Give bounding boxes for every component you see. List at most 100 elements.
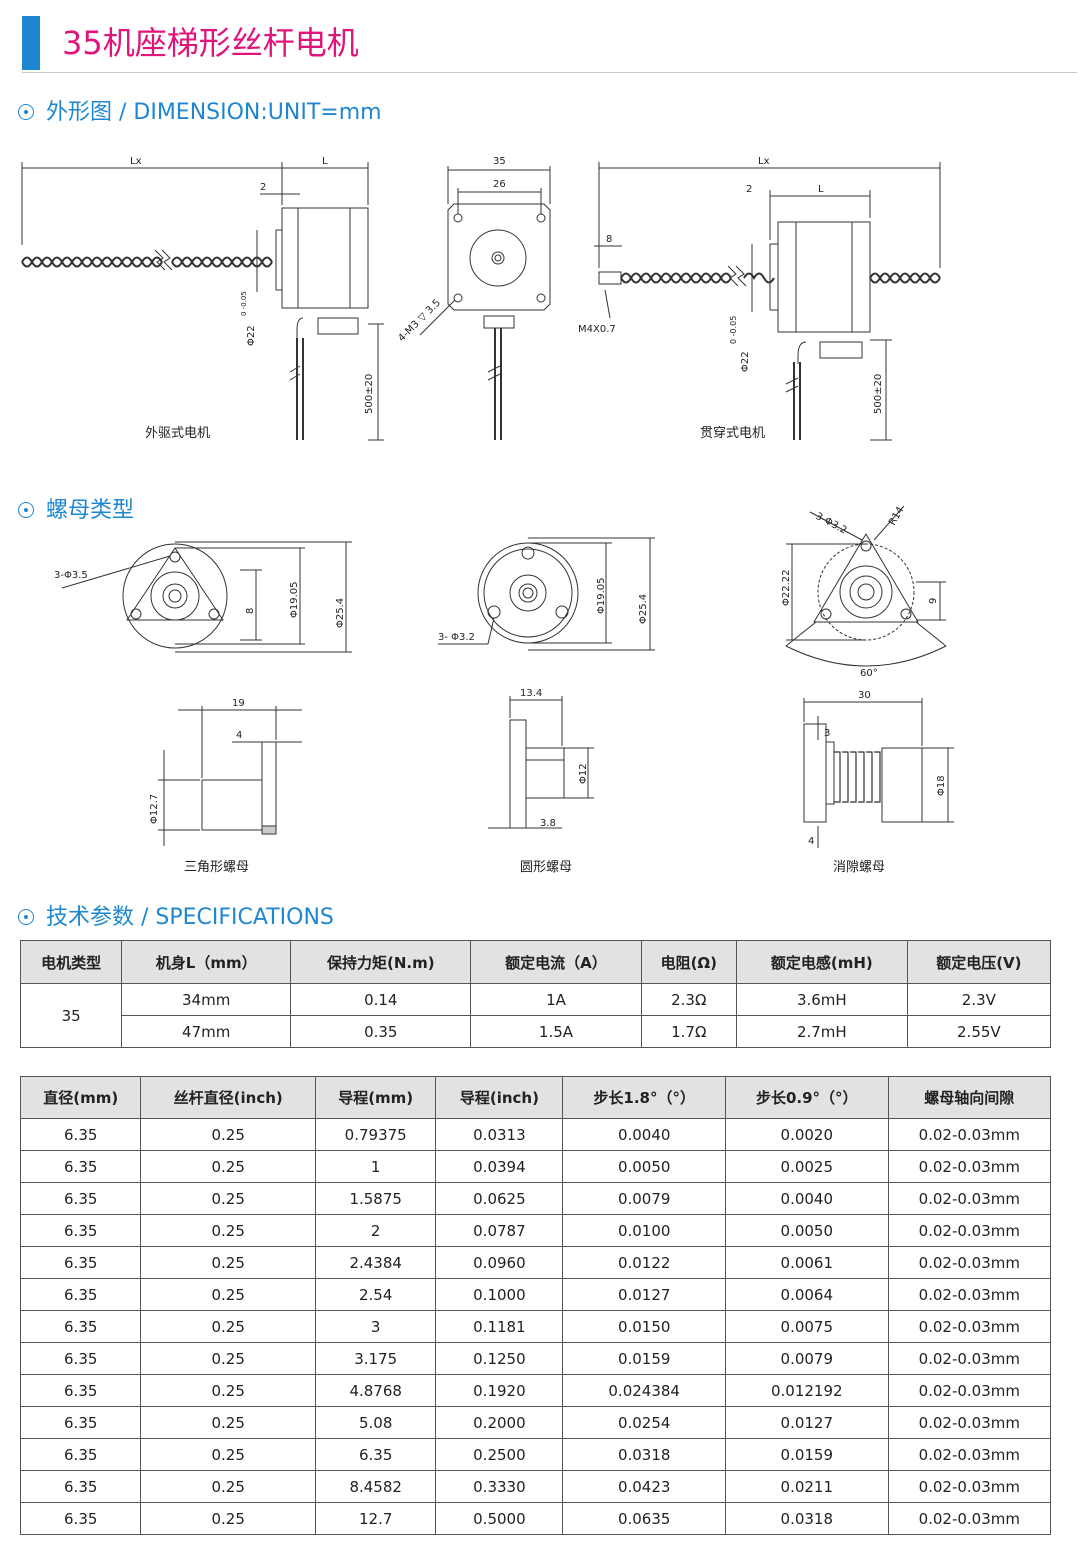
table-header-cell: 电阻(Ω) — [640, 940, 737, 984]
table-header-row: 电机类型 机身L（mm） 保持力矩(N.m) 额定电流（A） 电阻(Ω) 额定电… — [19, 940, 1052, 984]
title-bar: 35机座梯形丝杆电机 — [22, 16, 1077, 73]
table-cell: 0.25 — [140, 1406, 316, 1439]
table-cell: 6.35 — [19, 1502, 142, 1535]
table-cell: 0.0079 — [562, 1182, 726, 1215]
table-cell: 0.02-0.03mm — [887, 1182, 1052, 1215]
table-cell: 0.0100 — [562, 1214, 726, 1247]
dim-label-l: L — [322, 156, 328, 167]
table-cell: 0.2000 — [435, 1406, 564, 1439]
circle-bullet-icon — [18, 502, 34, 518]
table-cell: 0.0318 — [724, 1502, 889, 1535]
table-cell: 0.25 — [140, 1214, 316, 1247]
table-cell: 0.0625 — [435, 1182, 564, 1215]
table-header-cell: 步长0.9°（°） — [724, 1076, 889, 1119]
round-nut-side-drawing — [488, 696, 594, 829]
nut-label-4-2: 4 — [808, 836, 814, 847]
table-cell: 0.0159 — [724, 1438, 889, 1471]
table-cell: 0.0061 — [724, 1246, 889, 1279]
table-cell: 2.3Ω — [640, 983, 737, 1016]
table-cell: 1.7Ω — [640, 1015, 737, 1048]
table-cell: 0.0254 — [562, 1406, 726, 1439]
nut-label-d254: Φ25.4 — [335, 598, 346, 628]
table-cell: 0.0127 — [562, 1278, 726, 1311]
table-cell: 2.55V — [906, 1015, 1052, 1048]
nut-label-d254-2: Φ25.4 — [638, 594, 649, 624]
caption-round-nut: 圆形螺母 — [520, 860, 573, 875]
through-motor-drawing — [594, 162, 941, 441]
table-cell: 0.02-0.03mm — [887, 1502, 1052, 1535]
table-header-cell: 丝杆直径(inch) — [140, 1076, 316, 1119]
table-cell: 0.02-0.03mm — [887, 1470, 1052, 1503]
through-motor-body — [777, 221, 871, 333]
table-cell: 0.5000 — [435, 1502, 564, 1535]
table-cell: 0.0075 — [724, 1310, 889, 1343]
table-cell: 8.4582 — [314, 1470, 437, 1503]
table-cell: 0.79375 — [314, 1118, 437, 1151]
table-cell: 6.35 — [19, 1438, 142, 1471]
nut-label-d1905: Φ19.05 — [289, 582, 300, 619]
leadscrew-spec-table: 直径(mm) 丝杆直径(inch) 导程(mm) 导程(inch) 步长1.8°… — [19, 1076, 1052, 1535]
screw-end-stub — [598, 271, 622, 285]
dim-label-tol: 0 -0.05 — [240, 291, 248, 316]
section-specs-label: 技术参数 / SPECIFICATIONS — [46, 905, 334, 930]
table-cell: 0.0394 — [435, 1150, 564, 1183]
nut-label-38: 3.8 — [540, 818, 556, 829]
motor-boss — [469, 229, 527, 287]
triangle-nut-side-drawing — [158, 706, 302, 846]
section-specs: 技术参数 / SPECIFICATIONS — [18, 903, 334, 933]
table-cell: 2.54 — [314, 1278, 437, 1311]
table-cell: 3 — [314, 1310, 437, 1343]
dim-label-35: 35 — [493, 156, 506, 167]
anti-backlash-nut-side-drawing — [803, 698, 954, 848]
table-cell: 0.25 — [140, 1278, 316, 1311]
table-cell: 0.14 — [290, 983, 472, 1016]
table-cell: 5.08 — [314, 1406, 437, 1439]
nut-label-9: 9 — [928, 598, 939, 604]
table-cell: 1.5A — [470, 1015, 642, 1048]
nut-label-d18: Φ18 — [936, 775, 947, 796]
table-header-row: 直径(mm) 丝杆直径(inch) 导程(mm) 导程(inch) 步长1.8°… — [19, 1076, 1052, 1119]
table-cell: 0.024384 — [562, 1374, 726, 1407]
dim-label-phi22-2: Φ22 — [740, 351, 751, 372]
table-cell: 0.1250 — [435, 1342, 564, 1375]
motor-type-cell: 35 — [19, 983, 123, 1048]
motor-front-flange — [447, 203, 551, 311]
table-cell: 0.02-0.03mm — [887, 1150, 1052, 1183]
table-cell: 0.0127 — [724, 1406, 889, 1439]
table-cell: 0.02-0.03mm — [887, 1278, 1052, 1311]
nut-label-d2222: Φ22.22 — [781, 570, 792, 607]
table-cell: 6.35 — [314, 1438, 437, 1471]
table-cell: 0.25 — [140, 1118, 316, 1151]
table-cell: 0.2500 — [435, 1438, 564, 1471]
table-cell: 0.0211 — [724, 1470, 889, 1503]
table-header-cell: 步长1.8°（°） — [562, 1076, 726, 1119]
motor-front-view-drawing — [419, 166, 551, 440]
table-cell: 0.0635 — [562, 1502, 726, 1535]
table-cell: 0.35 — [290, 1015, 472, 1048]
table-cell: 0.1181 — [435, 1310, 564, 1343]
external-drive-motor-drawing — [21, 162, 384, 441]
table-cell: 0.0040 — [562, 1118, 726, 1151]
table-cell: 1.5875 — [314, 1182, 437, 1215]
motor-body — [281, 207, 369, 309]
table-cell: 0.0025 — [724, 1150, 889, 1183]
table-cell: 0.1000 — [435, 1278, 564, 1311]
table-header-cell: 额定电流（A） — [470, 940, 642, 984]
table-cell: 3.6mH — [735, 983, 908, 1016]
table-cell: 6.35 — [19, 1342, 142, 1375]
round-nut-front-drawing — [438, 537, 655, 651]
nut-label-d12: Φ12 — [578, 763, 589, 784]
table-cell: 0.0318 — [562, 1438, 726, 1471]
table-cell: 6.35 — [19, 1118, 142, 1151]
table-cell: 6.35 — [19, 1278, 142, 1311]
dim-label-8: 8 — [606, 234, 612, 245]
dim-label-2-2: 2 — [746, 184, 752, 195]
nut-label-134: 13.4 — [520, 688, 542, 699]
